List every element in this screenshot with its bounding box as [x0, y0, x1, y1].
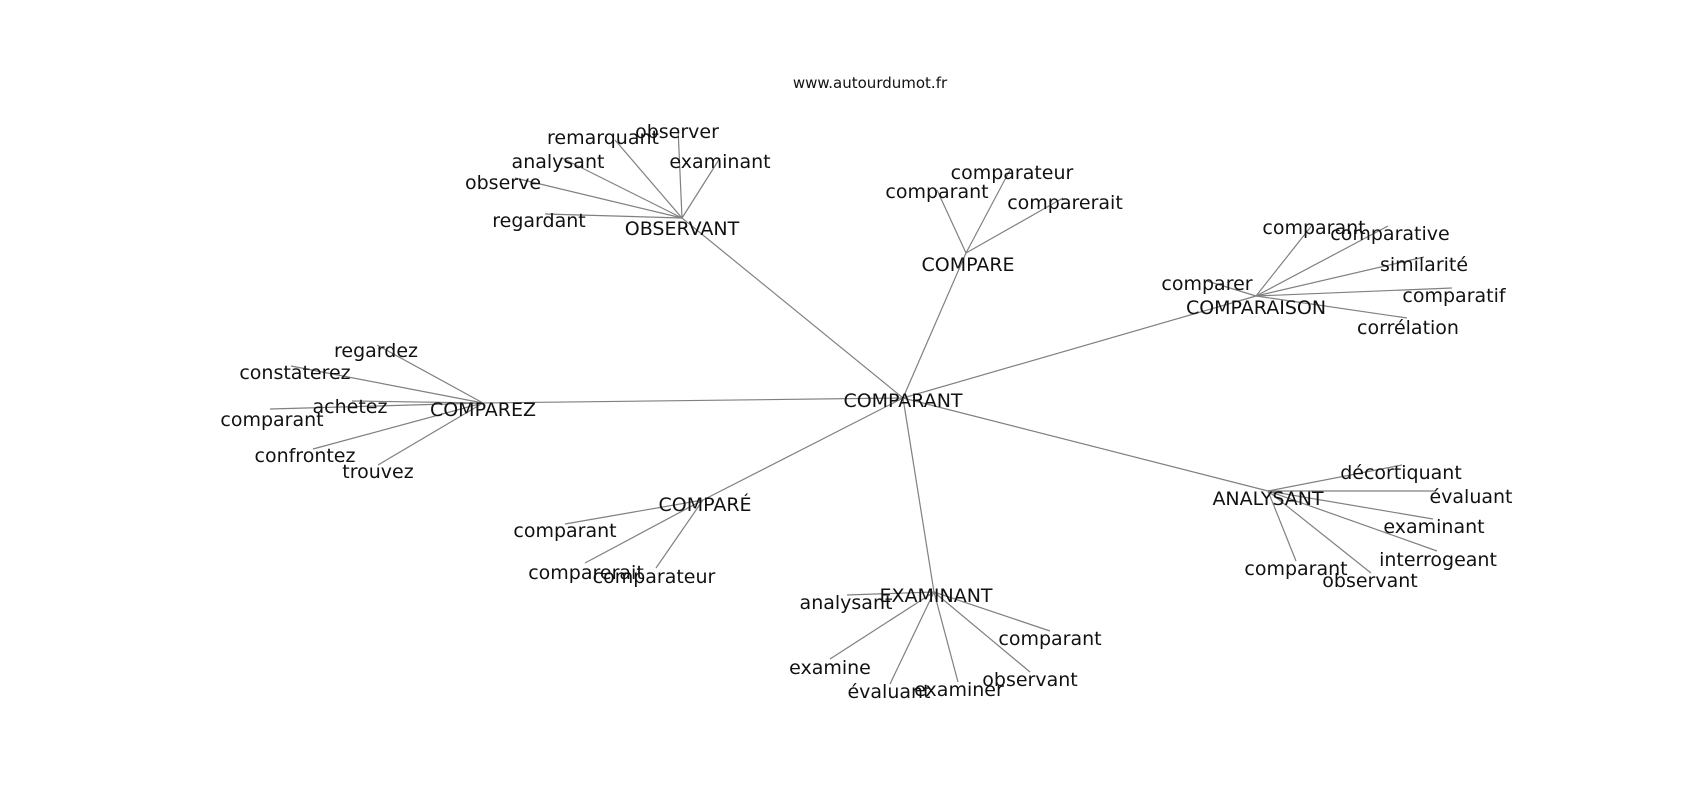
edge-examinant-leaf-5 [933, 591, 959, 683]
edge-comparaison-leaf-1 [1255, 225, 1389, 297]
leaf-label-analysant-0: décortiquant [1340, 462, 1462, 484]
edge-comparez-leaf-3 [269, 402, 484, 410]
edge-compare-leaf-1 [936, 189, 967, 254]
leaf-label-compare-accent-0: comparant [513, 520, 616, 542]
leaf-label-comparez-5: trouvez [342, 461, 413, 483]
edge-center-analysant [902, 397, 1269, 492]
edge-analysant-leaf-3 [1267, 490, 1438, 552]
leaf-label-comparez-4: confrontez [255, 445, 356, 467]
leaf-label-compare-accent-1: comparerait [528, 562, 644, 584]
center-node-label: COMPARANT [843, 390, 962, 412]
leaf-label-comparez-3: comparant [220, 409, 323, 431]
leaf-label-comparaison-2: similarité [1380, 254, 1468, 276]
leaf-label-analysant-3: interrogeant [1379, 549, 1497, 571]
edge-examinant-leaf-3 [933, 591, 1031, 673]
leaf-label-observant-2: analysant [512, 151, 605, 173]
leaf-label-observant-3: examinant [669, 151, 770, 173]
leaf-label-comparaison-0: comparant [1262, 217, 1365, 239]
edge-compare-leaf-0 [965, 169, 1011, 254]
edge-analysant-leaf-0 [1267, 464, 1403, 492]
edge-comparez-leaf-1 [290, 365, 484, 404]
edge-comparez-leaf-2 [351, 400, 484, 404]
edge-comparaison-leaf-4 [1255, 287, 1453, 297]
leaf-label-compare-1: comparant [885, 181, 988, 203]
edge-examinant-leaf-1 [933, 591, 1051, 632]
edge-analysant-leaf-5 [1267, 490, 1372, 574]
leaf-label-analysant-4: comparant [1244, 558, 1347, 580]
hub-label-compare: COMPARE [921, 254, 1014, 276]
leaf-label-comparaison-3: comparer [1161, 273, 1252, 295]
edge-comparaison-leaf-2 [1255, 256, 1425, 297]
graph-labels: www.autourdumot.fr COMPARANT OBSERVANT rem… [220, 74, 1512, 703]
leaf-label-observant-0: remarquant [547, 127, 659, 149]
edge-center-compare-accent [702, 397, 904, 501]
edge-examinant-leaf-2 [829, 591, 935, 660]
leaf-label-comparez-2: achetez [313, 396, 388, 418]
edge-observant-leaf-2 [561, 157, 683, 219]
leaf-label-comparaison-4: comparatif [1402, 285, 1506, 307]
hub-label-analysant: ANALYSANT [1212, 488, 1323, 510]
hub-label-comparaison: COMPARAISON [1186, 297, 1326, 319]
leaf-label-compare-0: comparateur [951, 162, 1074, 184]
leaf-label-examinant-3: observant [982, 669, 1077, 691]
leaf-label-examinant-2: examine [789, 657, 871, 679]
leaf-label-observant-5: regardant [492, 210, 585, 232]
site-label: www.autourdumot.fr [793, 74, 948, 92]
edge-comparez-leaf-5 [377, 402, 484, 466]
edge-center-observant [681, 217, 904, 399]
edge-center-compare [902, 252, 967, 399]
leaf-label-observant-4: observe [465, 172, 541, 194]
edge-analysant-leaf-2 [1267, 490, 1434, 520]
edge-observant-leaf-1 [677, 127, 683, 219]
edge-comparaison-leaf-0 [1255, 223, 1314, 297]
edge-comparaison-leaf-3 [1206, 280, 1257, 297]
leaf-label-comparez-1: constaterez [239, 362, 350, 384]
leaf-label-compare-2: comparerait [1007, 192, 1123, 214]
leaf-label-analysant-2: examinant [1383, 516, 1484, 538]
leaf-label-examinant-0: analysant [800, 592, 893, 614]
leaf-label-comparaison-5: corrélation [1357, 317, 1459, 339]
leaf-label-observant-1: observer [635, 121, 719, 143]
edge-examinant-leaf-4 [889, 591, 935, 685]
leaf-label-comparez-0: regardez [334, 340, 418, 362]
hub-label-comparez: COMPAREZ [430, 399, 536, 421]
leaf-label-examinant-1: comparant [998, 628, 1101, 650]
edge-observant-leaf-0 [614, 139, 683, 219]
edge-center-comparez [482, 397, 904, 404]
leaf-label-examinant-4: évaluant [847, 681, 930, 703]
edge-compare-accent-leaf-0 [564, 499, 704, 525]
edge-compare-accent-leaf-1 [584, 499, 704, 564]
edge-comparez-leaf-4 [312, 402, 484, 450]
graph-edges [269, 127, 1453, 685]
edge-comparaison-leaf-5 [1255, 295, 1408, 319]
leaf-label-analysant-1: évaluant [1429, 486, 1512, 508]
leaf-label-compare-accent-2: comparateur [593, 566, 716, 588]
edge-observant-leaf-4 [514, 177, 683, 219]
edge-compare-accent-leaf-2 [655, 499, 704, 569]
leaf-label-analysant-5: observant [1322, 570, 1417, 592]
edge-center-examinant [902, 397, 935, 593]
edge-examinant-leaf-0 [846, 591, 935, 596]
edge-compare-leaf-2 [965, 197, 1064, 254]
hub-label-compare-accent: COMPARÉ [658, 493, 751, 516]
edge-analysant-leaf-4 [1267, 490, 1297, 562]
edge-observant-leaf-3 [681, 157, 721, 219]
edge-comparez-leaf-0 [376, 344, 484, 404]
leaf-label-comparaison-1: comparative [1330, 223, 1449, 245]
edge-observant-leaf-5 [544, 213, 683, 219]
leaf-label-examinant-5: examiner [914, 679, 1004, 701]
hub-label-observant: OBSERVANT [625, 218, 740, 240]
hub-label-examinant: EXAMINANT [879, 585, 992, 607]
edge-center-comparaison [902, 295, 1257, 399]
